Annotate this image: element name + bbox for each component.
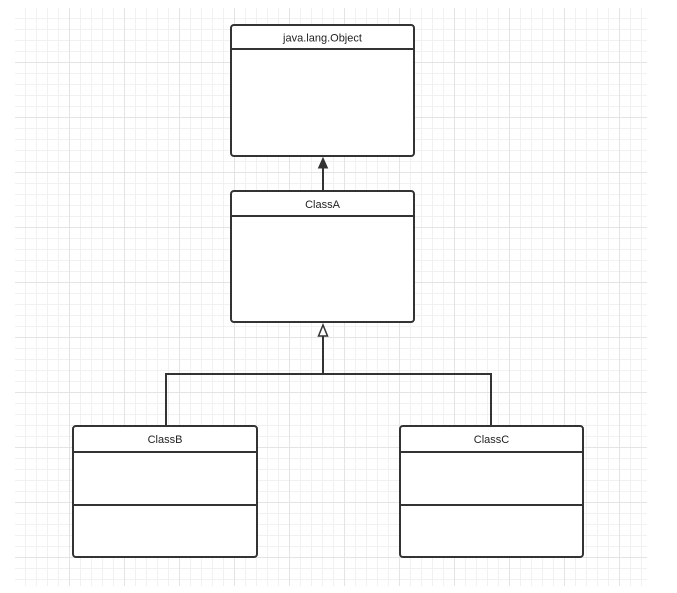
class-box-border xyxy=(230,190,415,323)
class-box-a[interactable]: ClassA xyxy=(230,190,415,323)
class-name: java.lang.Object xyxy=(282,33,362,45)
class-name: ClassA xyxy=(305,199,341,211)
class-name: ClassC xyxy=(474,434,510,446)
hollow-arrowhead-icon xyxy=(317,323,329,337)
class-box-object[interactable]: java.lang.Object xyxy=(230,24,415,157)
class-box-border xyxy=(230,24,415,157)
connector-line-branches xyxy=(165,373,492,426)
class-name: ClassB xyxy=(148,434,183,446)
class-box-b[interactable]: ClassB xyxy=(72,425,258,558)
arrowhead-icon xyxy=(317,156,329,169)
inheritance-a-to-object[interactable] xyxy=(317,156,329,191)
inheritance-bc-to-a[interactable] xyxy=(165,323,492,426)
class-box-c[interactable]: ClassC xyxy=(399,425,584,558)
class-box-border xyxy=(72,425,258,558)
class-box-border xyxy=(399,425,584,558)
